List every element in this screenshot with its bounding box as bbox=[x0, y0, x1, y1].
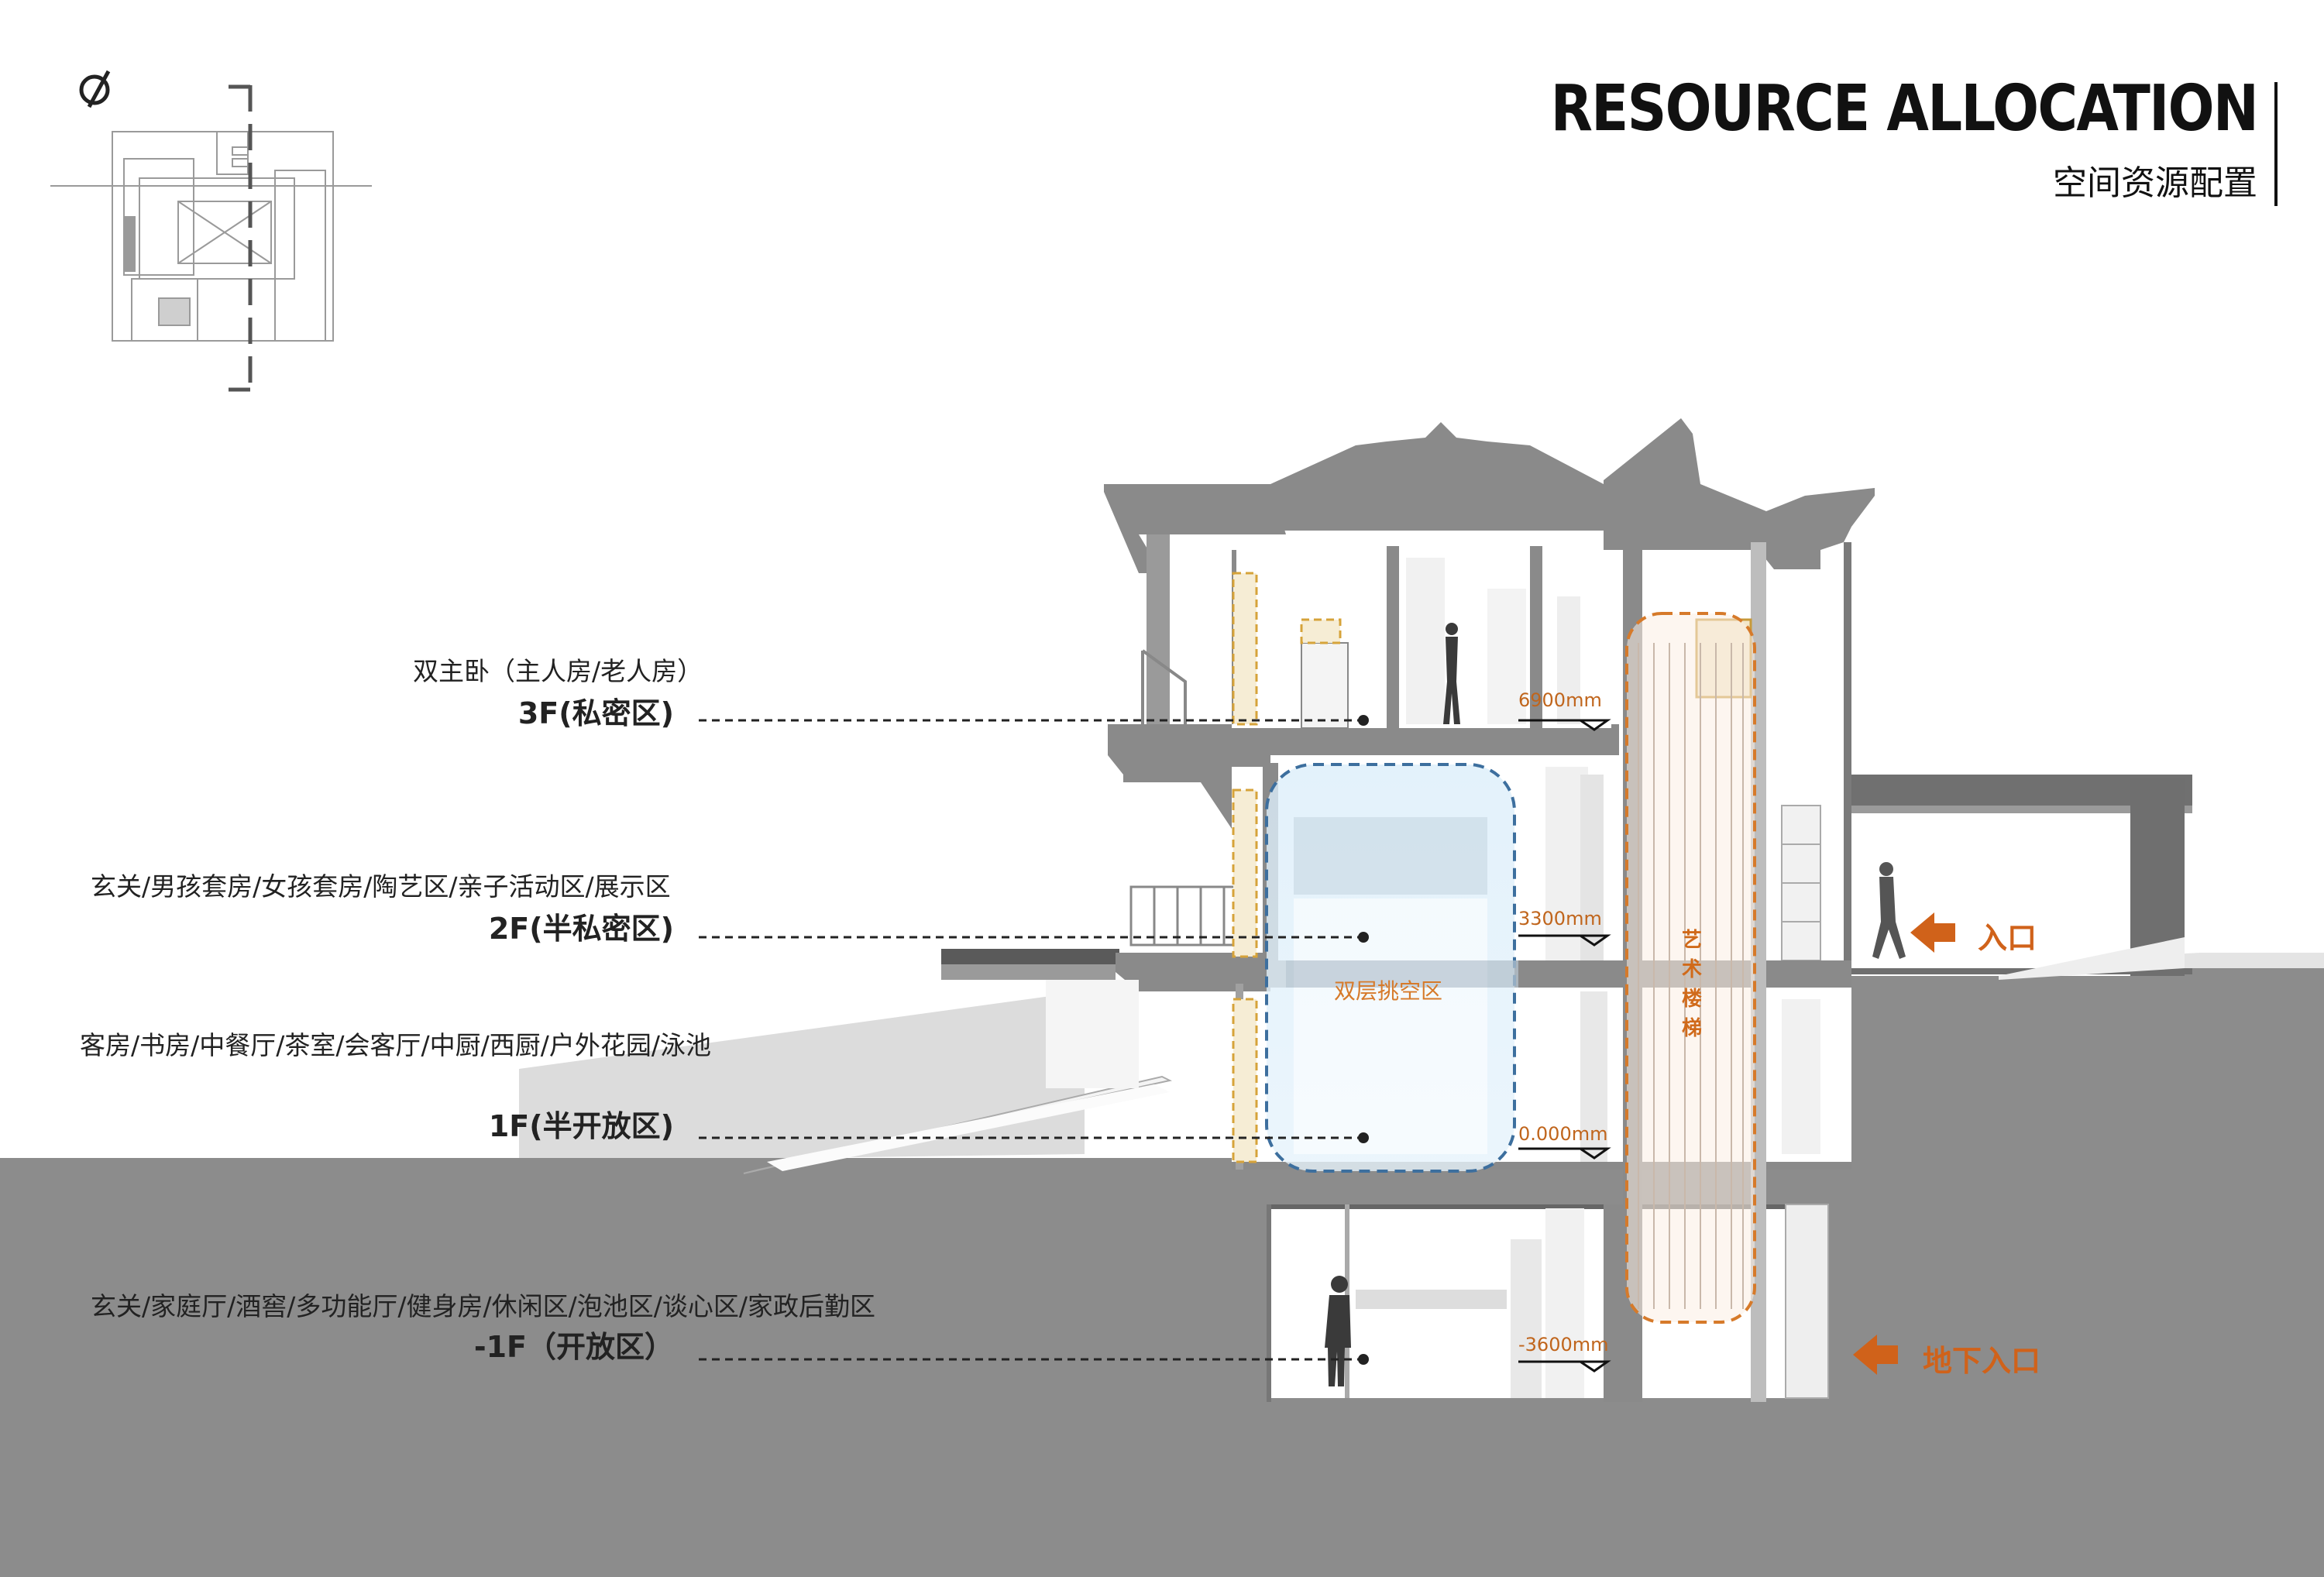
elevation-2f: 3300mm bbox=[1518, 908, 1602, 929]
floor-2f-rooms: 玄关/男孩套房/女孩套房/陶艺区/亲子活动区/展示区 bbox=[91, 871, 671, 902]
person-3f-icon bbox=[1443, 623, 1460, 724]
page-title: RESOURCE ALLOCATION bbox=[1550, 72, 2258, 146]
north-arrow-icon bbox=[79, 70, 111, 108]
elevation-markers bbox=[1518, 719, 1611, 1373]
basement-entrance-arrow-icon bbox=[1853, 1335, 1898, 1375]
person-entrance-icon bbox=[1872, 862, 1906, 959]
key-plan bbox=[50, 131, 372, 342]
floor-2f-label: 2F(半私密区) bbox=[488, 912, 674, 946]
art-stair-char: 梯 bbox=[1681, 1017, 1702, 1040]
elevation-3f: 6900mm bbox=[1518, 689, 1602, 711]
floor-1f-label: 1F(半开放区) bbox=[488, 1109, 674, 1143]
double-height-label: 双层挑空区 bbox=[1334, 978, 1443, 1004]
floor-b1-rooms: 玄关/家庭厅/酒窖/多功能厅/健身房/休闲区/泡池区/谈心区/家政后勤区 bbox=[91, 1291, 875, 1321]
art-stair-char: 术 bbox=[1681, 958, 1702, 981]
floor-3f-rooms: 双主卧（主人房/老人房） bbox=[413, 656, 703, 686]
art-stair-char: 楼 bbox=[1681, 988, 1702, 1011]
elevation-1f: 0.000mm bbox=[1518, 1123, 1608, 1145]
double-height-interior bbox=[1286, 817, 1518, 1154]
entrance-arrow-icon bbox=[1910, 912, 1955, 953]
person-basement-icon bbox=[1325, 1276, 1351, 1386]
page-subtitle: 空间资源配置 bbox=[2053, 163, 2257, 203]
art-stair-zone bbox=[1625, 612, 1756, 1324]
elevation-b1: -3600mm bbox=[1518, 1334, 1609, 1355]
title-block: RESOURCE ALLOCATION 空间资源配置 bbox=[1435, 72, 2258, 204]
art-stair-lines bbox=[1638, 643, 1744, 1309]
floor-b1-label: -1F（开放区） bbox=[473, 1330, 674, 1364]
entrance-label: 入口 bbox=[1978, 921, 2037, 955]
basement-entrance-label: 地下入口 bbox=[1923, 1344, 2041, 1378]
left-glazing bbox=[1232, 572, 1342, 1163]
floor-leader-lines bbox=[699, 719, 1363, 1361]
art-stair-char: 艺 bbox=[1681, 929, 1702, 952]
floor-3f-label: 3F(私密区) bbox=[517, 696, 674, 730]
title-bar bbox=[2274, 82, 2278, 206]
person-figures bbox=[1325, 623, 1906, 1386]
section-cut-line bbox=[229, 84, 253, 392]
art-stair-label: 艺 术 楼 梯 bbox=[1680, 926, 1703, 1043]
leader-dots bbox=[1358, 715, 1369, 1365]
floor-1f-rooms: 客房/书房/中餐厅/茶室/会客厅/中厨/西厨/户外花园/泳池 bbox=[80, 1030, 711, 1060]
